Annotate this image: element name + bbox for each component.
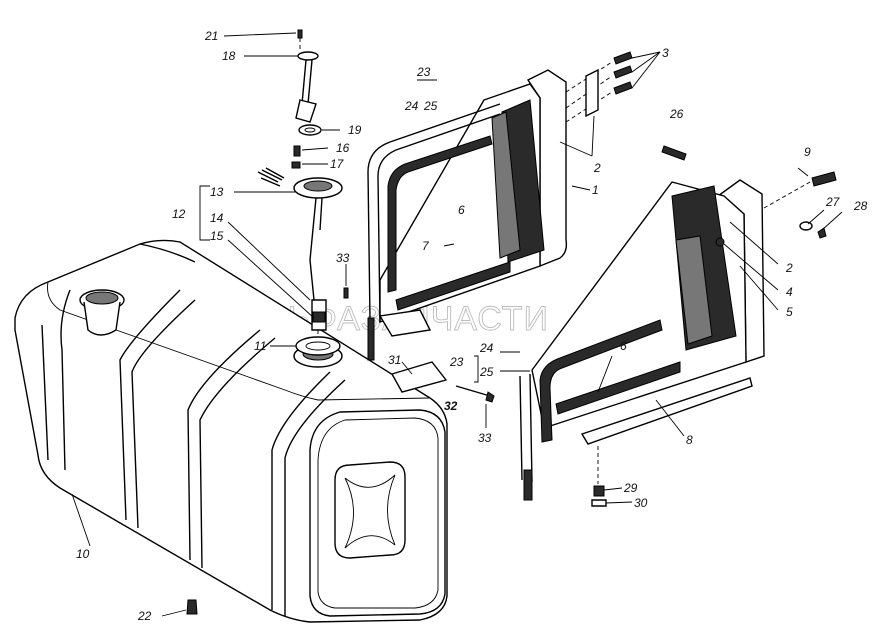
callout-22: 22: [137, 609, 152, 623]
callout-24: 24: [404, 99, 419, 113]
callout-14: 14: [210, 211, 224, 225]
callout-25: 25: [423, 99, 438, 113]
callout-6-left: 6: [458, 203, 465, 217]
right-bracket-assembly: [390, 145, 837, 507]
callout-labels: 21 18 23 24 25 3 19 16 17 26 2 1 9 13 12…: [76, 29, 868, 623]
callout-21: 21: [204, 29, 218, 43]
callout-23: 23: [416, 65, 431, 79]
callout-12: 12: [172, 207, 186, 221]
left-bracket-assembly: [343, 51, 633, 361]
callout-16: 16: [336, 141, 350, 155]
leader-lines: [71, 32, 843, 617]
callout-15: 15: [210, 229, 224, 243]
callout-13: 13: [210, 185, 224, 199]
callout-29: 29: [623, 481, 638, 495]
callout-27: 27: [825, 195, 841, 209]
callout-24-lower: 24: [479, 341, 494, 355]
callout-33-bottom: 33: [478, 431, 492, 445]
fuel-level-sender: [257, 29, 343, 356]
callout-25-lower: 25: [479, 365, 494, 379]
callout-5: 5: [786, 305, 793, 319]
fuel-tank: [14, 239, 448, 623]
callout-4: 4: [786, 285, 793, 299]
callout-17: 17: [330, 157, 345, 171]
callout-2-left: 2: [593, 161, 601, 175]
callout-28: 28: [853, 199, 868, 213]
callout-26: 26: [669, 107, 684, 121]
callout-3: 3: [662, 46, 669, 60]
callout-2-right: 2: [785, 261, 793, 275]
callout-1: 1: [592, 183, 599, 197]
callout-32: 32: [444, 399, 458, 413]
callout-23-lower: 23: [449, 355, 464, 369]
callout-6-right: 6: [620, 339, 627, 353]
callout-31: 31: [388, 353, 401, 367]
callout-7: 7: [422, 239, 430, 253]
callout-11: 11: [254, 339, 266, 353]
callout-10: 10: [76, 547, 90, 561]
callout-30: 30: [634, 496, 648, 510]
callout-33-top: 33: [336, 251, 350, 265]
callout-8: 8: [686, 433, 693, 447]
callout-19: 19: [348, 123, 362, 137]
callout-9: 9: [804, 145, 811, 159]
callout-18: 18: [222, 49, 236, 63]
